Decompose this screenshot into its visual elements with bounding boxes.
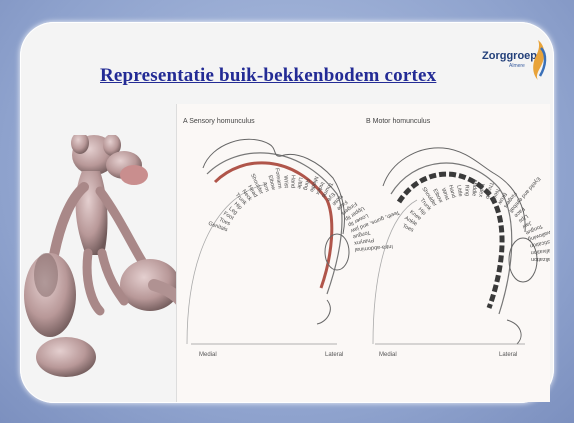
sensory-labels-group: GenitalsToesFootLegHipTrunkNeckHeadShoul… xyxy=(207,168,400,253)
sensory-medial-label: Medial xyxy=(199,352,217,358)
homunculus-diagram-panel: A Sensory homunculus B Motor homunculus … xyxy=(176,104,550,402)
sensory-lateral-label: Lateral xyxy=(325,352,343,358)
motor-body-part-label: Vocalization xyxy=(531,256,550,262)
motor-body-part-label: Ring xyxy=(463,185,470,197)
logo-subtitle: Almere xyxy=(509,63,525,69)
motor-labels-group: ToesAnkleKneeHipTrunkShoulderElbowWristH… xyxy=(401,175,550,262)
homunculus-figure-image xyxy=(24,135,184,385)
sensory-body-part-label: Wrist xyxy=(282,175,289,188)
zorggroep-logo-icon xyxy=(532,40,548,80)
homunculus-diagram-drawing: GenitalsToesFootLegHipTrunkNeckHeadShoul… xyxy=(177,104,550,402)
sensory-body-part-label: Hand xyxy=(289,175,295,188)
sensory-body-part-label: Little xyxy=(296,177,303,189)
motor-medial-label: Medial xyxy=(379,352,397,358)
logo-name: Zorggroep xyxy=(482,50,537,62)
slide-title: Representatie buik-bekkenbodem cortex xyxy=(100,65,490,87)
motor-body-part-label: Middle xyxy=(471,180,478,197)
motor-lateral-label: Lateral xyxy=(499,352,517,358)
